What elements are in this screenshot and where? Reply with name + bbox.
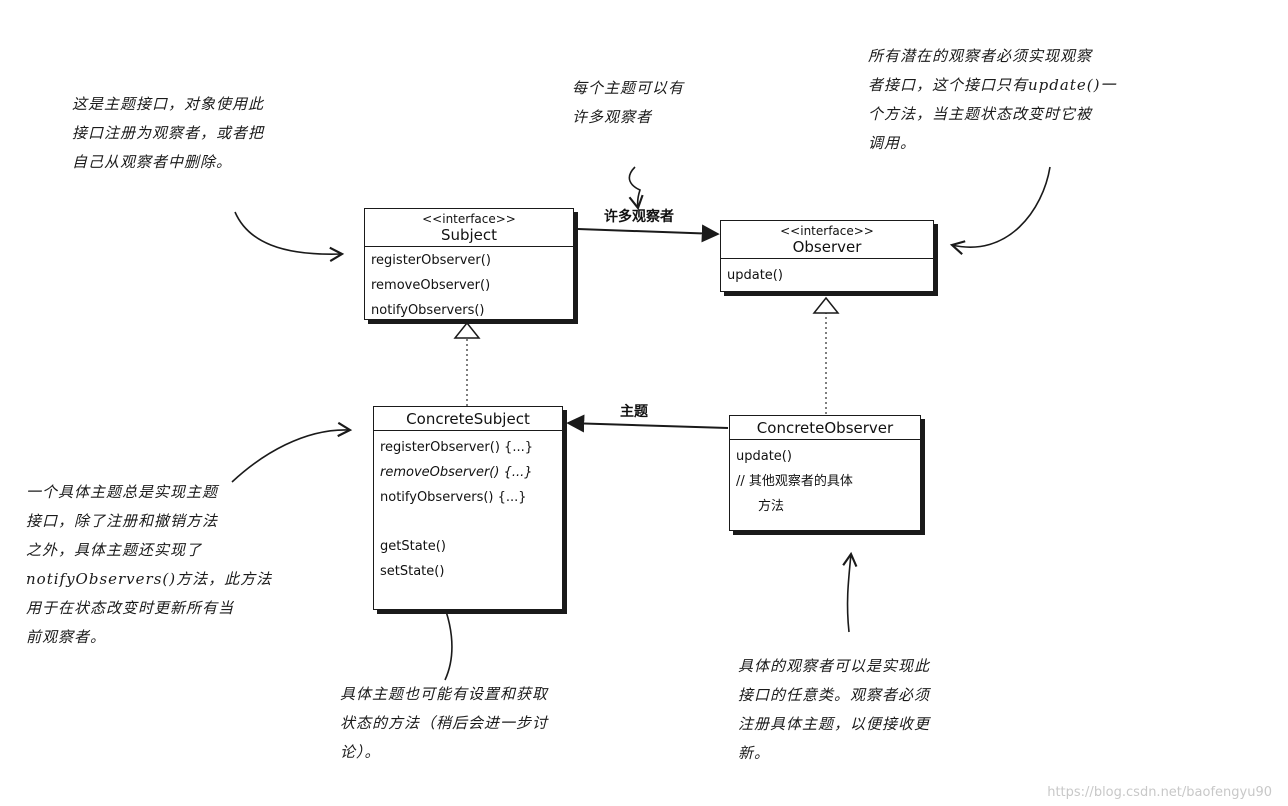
subject-interface-box: <<interface>> Subject registerObserver()…	[364, 208, 574, 320]
note-arrow-concrete-subject	[231, 421, 353, 483]
concrete-observer-comment: 方法	[758, 499, 785, 514]
note-many-observers: 每个主题可以有 许多观察者	[572, 79, 685, 126]
concrete-subject-method: notifyObservers() {...}	[380, 490, 527, 505]
observer-interface-box: <<interface>> Observer update()	[720, 220, 934, 292]
subject-methods: registerObserver() removeObserver() noti…	[365, 247, 573, 327]
note-arrow-subject	[234, 211, 345, 262]
subject-method: removeObserver()	[371, 278, 491, 293]
concrete-observer-comment: // 其他观察者的具体	[736, 474, 853, 489]
concrete-observer-class-name: ConcreteObserver	[756, 419, 894, 437]
concrete-subject-state-method: getState()	[380, 539, 446, 554]
subject-class-name: Subject	[440, 226, 498, 244]
observer-stereotype: <<interface>>	[780, 224, 874, 238]
concrete-subject-methods: registerObserver() {...} removeObserver(…	[374, 431, 562, 588]
note-subject-interface: 这是主题接口，对象使用此 接口注册为观察者，或者把 自己从观察者中删除。	[72, 95, 265, 171]
realization-arrowhead	[453, 321, 481, 339]
watermark: https://blog.csdn.net/baofengyu90	[1047, 785, 1272, 800]
note-state-methods: 具体主题也可能有设置和获取 状态的方法（稍后会进一步讨 论）。	[340, 685, 549, 761]
label-many-observers: 许多观察者	[604, 209, 674, 225]
subject-method: registerObserver()	[371, 253, 491, 268]
concrete-subject-box: ConcreteSubject registerObserver() {...}…	[373, 406, 563, 610]
subject-method: notifyObservers()	[371, 303, 485, 318]
observer-class-name: Observer	[792, 238, 862, 256]
concrete-subject-method: removeObserver() {...}	[380, 465, 533, 480]
concrete-observer-methods: update() // 其他观察者的具体 方法	[730, 440, 920, 523]
concrete-subject-class-name: ConcreteSubject	[406, 410, 530, 428]
subject-header: <<interface>> Subject	[365, 209, 573, 247]
note-arrow-concrete-observer	[842, 551, 858, 633]
association-subject-observer	[577, 224, 720, 243]
observer-method: update()	[727, 268, 783, 283]
concrete-observer-method: update()	[736, 449, 792, 464]
concrete-observer-header: ConcreteObserver	[730, 416, 920, 440]
concrete-observer-box: ConcreteObserver update() // 其他观察者的具体 方法	[729, 415, 921, 531]
note-concrete-observer: 具体的观察者可以是实现此 接口的任意类。观察者必须 注册具体主题，以便接收更 新…	[738, 657, 931, 762]
label-subject: 主题	[620, 404, 648, 420]
observer-methods: update()	[721, 259, 933, 292]
concrete-subject-state-method: setState()	[380, 564, 445, 579]
note-concrete-subject: 一个具体主题总是实现主题 接口，除了注册和撤销方法 之外，具体主题还实现了 no…	[26, 483, 273, 646]
realization-arrowhead	[812, 296, 840, 314]
concrete-subject-method: registerObserver() {...}	[380, 440, 533, 455]
concrete-subject-header: ConcreteSubject	[374, 407, 562, 431]
association-observer-subject	[566, 414, 729, 433]
note-arrow-many	[628, 166, 644, 211]
note-arrow-observer	[949, 166, 1051, 255]
subject-stereotype: <<interface>>	[422, 212, 516, 226]
observer-header: <<interface>> Observer	[721, 221, 933, 259]
note-observer-interface: 所有潜在的观察者必须实现观察 者接口，这个接口只有update()一 个方法，当…	[868, 47, 1117, 152]
